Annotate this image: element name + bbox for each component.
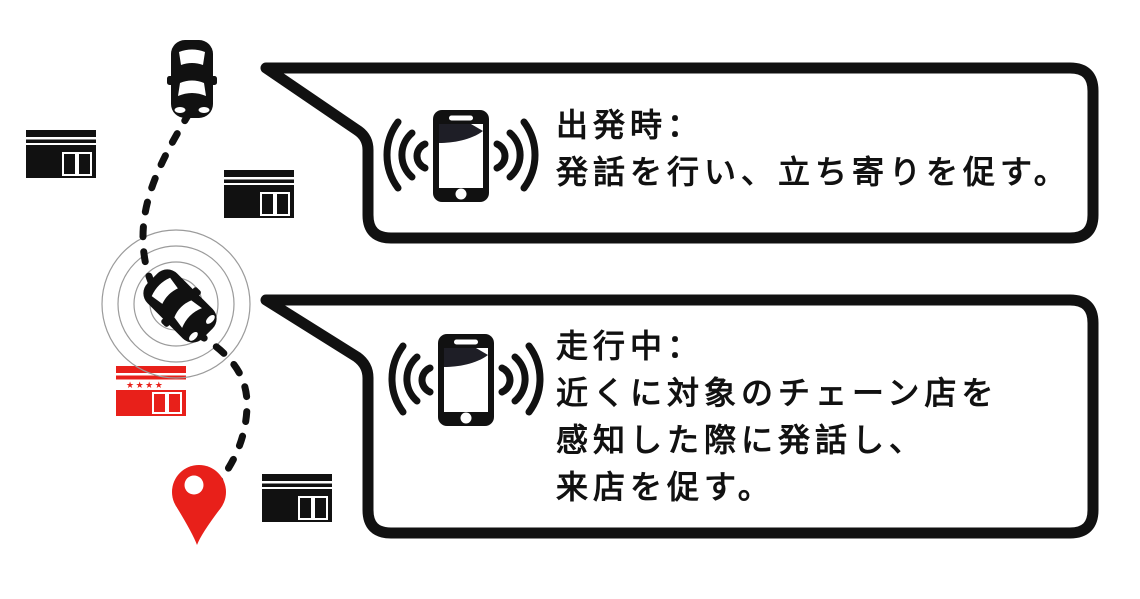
sound-wave-right-icon	[493, 118, 539, 192]
map-pin-icon	[172, 465, 226, 545]
bubble-line: 近くに対象のチェーン店を	[556, 374, 999, 412]
store-icon	[262, 474, 332, 522]
store-icon	[26, 130, 96, 178]
bubble-line: 走行中：	[556, 327, 705, 365]
car-icon	[167, 40, 217, 118]
phone-sound-waves-icon	[383, 110, 539, 202]
bubble-line: 来店を促す。	[556, 468, 775, 506]
bubble-line: 発話を行い、立ち寄りを促す。	[556, 153, 1071, 191]
sound-wave-left-icon	[383, 118, 429, 192]
bubble-text-driving: 走行中： 近くに対象のチェーン店を 感知した際に発話し、 来店を促す。	[556, 323, 998, 511]
smartphone-icon	[433, 110, 489, 202]
phone-sound-waves-icon	[388, 334, 544, 426]
sound-wave-left-icon	[388, 342, 434, 416]
destination-store-icon: ★★★★	[116, 366, 186, 416]
bubble-line: 出発時：	[556, 106, 705, 144]
smartphone-icon	[438, 334, 494, 426]
store-stars: ★★★★	[126, 381, 164, 391]
sound-wave-right-icon	[498, 342, 544, 416]
bubble-line: 感知した際に発話し、	[556, 421, 927, 459]
store-icon	[224, 170, 294, 218]
driving-car-icon	[143, 269, 217, 343]
bubble-text-departure: 出発時： 発話を行い、立ち寄りを促す。	[556, 102, 1071, 196]
